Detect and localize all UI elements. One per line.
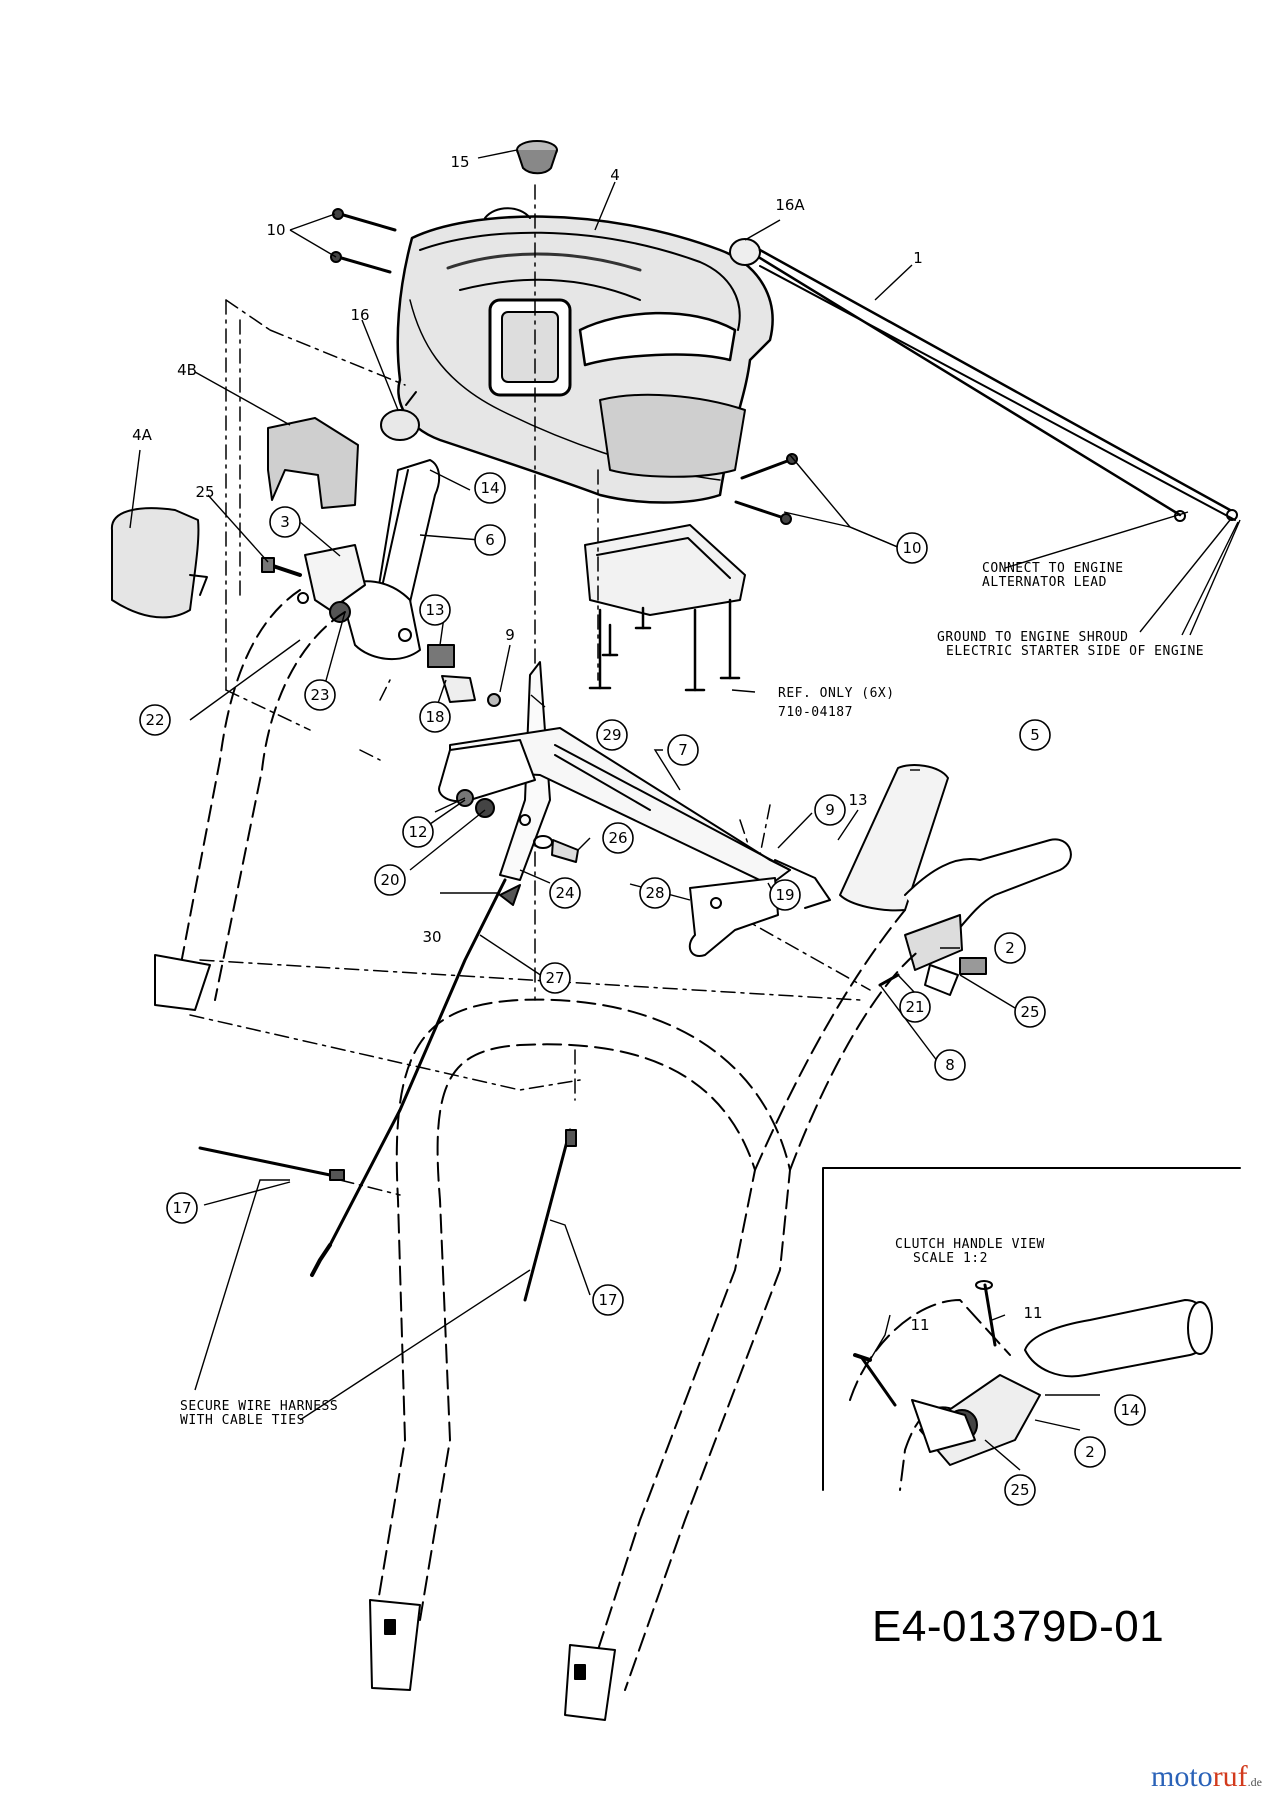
callout-10-top: 10 bbox=[266, 221, 285, 239]
leader-lines bbox=[129, 149, 1241, 1471]
note-ref-line1: REF. ONLY (6X) bbox=[778, 686, 895, 701]
callout-25-left: 25 bbox=[195, 483, 214, 501]
callout-21: 21 bbox=[905, 998, 924, 1016]
handle-end-right bbox=[564, 1644, 616, 1721]
drawing-number: E4-01379D-01 bbox=[872, 1602, 1165, 1651]
callout-16: 16 bbox=[350, 306, 369, 324]
callout-labels: 15 4 16A 1 10 16 4B 4A 25 14 6 10 3 13 2… bbox=[132, 153, 1139, 1499]
callout-18: 18 bbox=[425, 708, 444, 726]
screws-right bbox=[734, 453, 798, 525]
brand-tld: .de bbox=[1247, 1775, 1262, 1789]
callout-10-right: 10 bbox=[902, 539, 921, 557]
callout-22: 22 bbox=[145, 711, 164, 729]
callout-11-right: 11 bbox=[1023, 1304, 1042, 1322]
callout-14-inset: 14 bbox=[1120, 1401, 1139, 1419]
callout-11-left: 11 bbox=[910, 1316, 929, 1334]
callout-29: 29 bbox=[602, 726, 621, 744]
cable bbox=[310, 878, 507, 1277]
callout-28: 28 bbox=[645, 884, 664, 902]
wire-harness bbox=[729, 238, 1238, 522]
lower-handle bbox=[374, 909, 921, 1691]
clutch-handle-inset bbox=[822, 1167, 1241, 1491]
callout-1: 1 bbox=[913, 249, 923, 267]
callout-14-left: 14 bbox=[480, 479, 499, 497]
handle-end-left bbox=[369, 1599, 421, 1691]
callout-3: 3 bbox=[280, 513, 290, 531]
screws-top bbox=[330, 208, 397, 274]
callout-8: 8 bbox=[945, 1056, 955, 1074]
callout-2-main: 2 bbox=[1005, 939, 1015, 957]
left-pivot-bracket bbox=[261, 544, 366, 623]
callout-5: 5 bbox=[1030, 726, 1040, 744]
callout-25-right: 25 bbox=[1020, 1003, 1039, 1021]
callout-27: 27 bbox=[545, 969, 564, 987]
note-inset-title: CLUTCH HANDLE VIEW bbox=[895, 1237, 1045, 1252]
callout-17-left: 17 bbox=[172, 1199, 191, 1217]
knob bbox=[516, 140, 558, 175]
left-plate bbox=[438, 739, 536, 803]
brand-name-red: ruf bbox=[1212, 1760, 1248, 1793]
callout-23: 23 bbox=[310, 686, 329, 704]
hardware-left bbox=[456, 789, 579, 906]
callout-4a: 4A bbox=[132, 426, 153, 444]
brand-name-blue: moto bbox=[1151, 1760, 1213, 1793]
note-alternator-line1: CONNECT TO ENGINE bbox=[982, 561, 1124, 576]
callout-4b: 4B bbox=[177, 361, 197, 379]
handle-end-upper bbox=[154, 954, 211, 1011]
callout-19: 19 bbox=[775, 886, 794, 904]
callout-13-right: 13 bbox=[848, 791, 867, 809]
note-alternator-line2: ALTERNATOR LEAD bbox=[982, 575, 1107, 590]
note-ground-line2: ELECTRIC STARTER SIDE OF ENGINE bbox=[946, 644, 1204, 659]
callout-circles bbox=[139, 472, 1146, 1506]
callout-30: 30 bbox=[422, 928, 441, 946]
callout-2-inset: 2 bbox=[1085, 1443, 1095, 1461]
note-ref-line2: 710-04187 bbox=[778, 705, 853, 720]
key bbox=[380, 409, 420, 441]
callout-6: 6 bbox=[485, 531, 495, 549]
callout-12: 12 bbox=[408, 823, 427, 841]
callout-9-left: 9 bbox=[505, 626, 515, 644]
callout-25-inset: 25 bbox=[1010, 1481, 1029, 1499]
note-inset-scale: SCALE 1:2 bbox=[913, 1251, 988, 1266]
note-harness-line1: SECURE WIRE HARNESS bbox=[180, 1399, 338, 1414]
callout-15: 15 bbox=[450, 153, 469, 171]
notes: CONNECT TO ENGINE ALTERNATOR LEAD GROUND… bbox=[180, 561, 1204, 1428]
note-harness-line2: WITH CABLE TIES bbox=[180, 1413, 305, 1428]
cable-tie-middle bbox=[523, 1128, 577, 1302]
callout-20: 20 bbox=[380, 871, 399, 889]
callout-24: 24 bbox=[555, 884, 574, 902]
right-plate bbox=[688, 877, 779, 957]
cover-bracket bbox=[267, 417, 359, 509]
left-lever-arm bbox=[339, 459, 441, 661]
shift-lever bbox=[499, 661, 551, 881]
cover-pad bbox=[110, 507, 200, 619]
callout-13-left: 13 bbox=[425, 601, 444, 619]
callout-16a: 16A bbox=[775, 196, 805, 214]
right-handle-grip bbox=[878, 838, 1072, 996]
dashed-guides bbox=[189, 184, 871, 1196]
cable-tie-left bbox=[198, 1146, 345, 1181]
bushings-left bbox=[427, 644, 501, 707]
dashboard-console bbox=[396, 207, 774, 504]
callout-4: 4 bbox=[610, 166, 620, 184]
callout-7: 7 bbox=[678, 741, 688, 759]
upper-handle bbox=[174, 589, 346, 1001]
callout-9-right: 9 bbox=[825, 801, 835, 819]
brand-watermark[interactable]: motoruf.de bbox=[1151, 1760, 1262, 1794]
mounting-bracket bbox=[584, 524, 746, 692]
note-ground-line1: GROUND TO ENGINE SHROUD bbox=[937, 630, 1129, 645]
callout-26: 26 bbox=[608, 829, 627, 847]
callout-17-middle: 17 bbox=[598, 1291, 617, 1309]
